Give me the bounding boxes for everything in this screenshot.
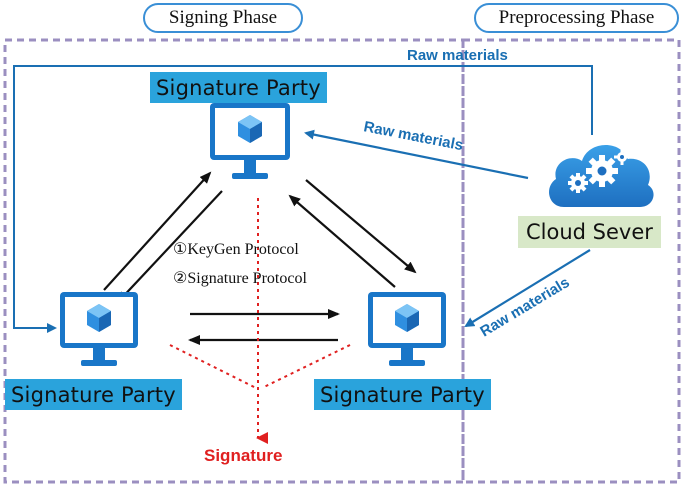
signature-party-right-label: Signature Party <box>314 379 491 410</box>
cloud-server-icon <box>549 144 654 207</box>
signature-protocol-text: ②Signature Protocol <box>173 270 307 287</box>
cloud-server-label: Cloud Sever <box>518 216 661 248</box>
keygen-protocol-text: ①KeyGen Protocol <box>173 241 299 258</box>
small-gear-icon <box>568 173 588 193</box>
signature-output-label: Signature <box>204 446 282 465</box>
preprocessing-phase-title: Preprocessing Phase <box>474 3 679 33</box>
arrow-top-to-left <box>116 190 223 304</box>
preprocessing-phase-frame <box>461 38 681 484</box>
raw-materials-lower-arrow <box>464 249 591 328</box>
arrow-top-to-right <box>305 179 417 274</box>
monitor-icon-top <box>210 103 290 179</box>
signing-phase-title: Signing Phase <box>143 3 303 33</box>
raw-materials-lower-label: Raw materials <box>477 274 572 341</box>
raw-materials-middle-label: Raw materials <box>362 118 464 154</box>
signature-party-left-label: Signature Party <box>5 379 182 410</box>
arrow-right-to-top <box>288 194 396 288</box>
monitor-icon-left <box>60 292 138 366</box>
raw-materials-top-label: Raw materials <box>407 47 508 64</box>
gear-icon <box>586 155 618 187</box>
monitor-icon-right <box>368 292 446 366</box>
dotted-line-right <box>261 344 351 389</box>
dotted-line-left <box>169 344 257 389</box>
signature-party-top-label: Signature Party <box>150 72 327 103</box>
tiny-gear-icon <box>614 149 630 165</box>
raw-materials-middle-arrow <box>304 129 529 180</box>
raw-materials-top-arrow <box>13 65 593 333</box>
arrow-left-to-top <box>103 171 212 291</box>
